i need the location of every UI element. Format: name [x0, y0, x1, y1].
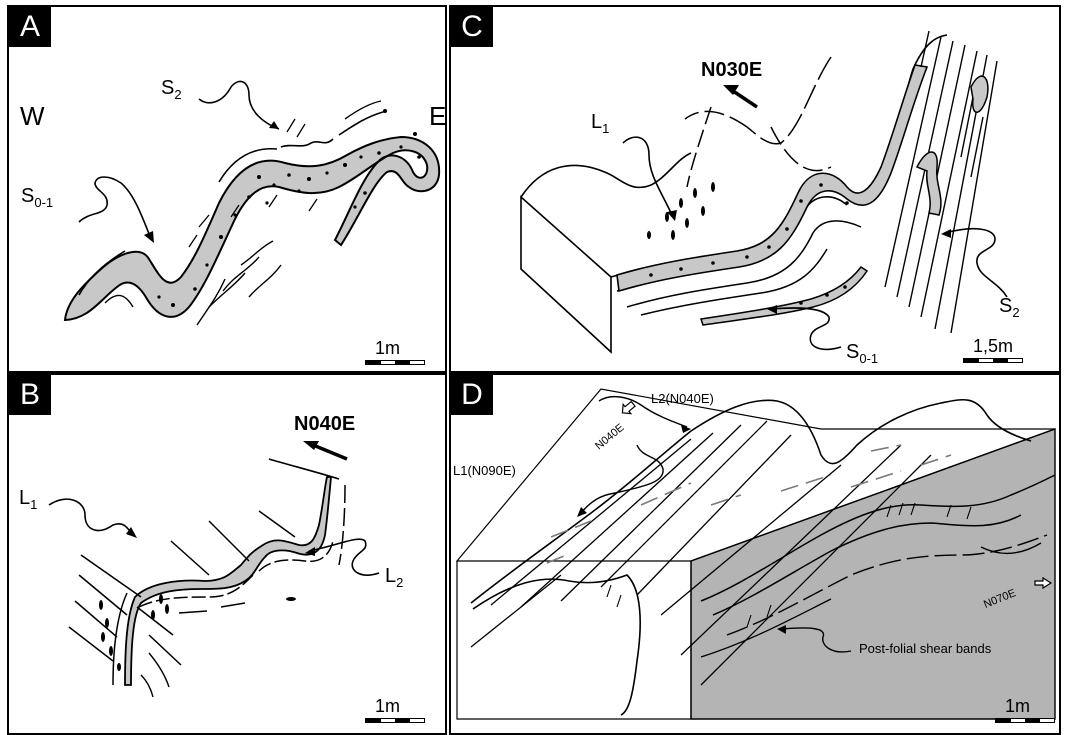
l1-lineations-c: [647, 182, 715, 240]
panel-d: D L2(N040E) N040E L1(N090E) N070E Post-f…: [449, 373, 1061, 735]
direction-label-b: N040E: [294, 413, 355, 436]
east-label: E: [429, 101, 446, 132]
panel-d-drawing: [451, 375, 1061, 735]
l1-label-c: L1: [591, 111, 609, 136]
s01-label-c: S0-1: [846, 341, 878, 366]
folded-layer: [125, 477, 331, 685]
panel-c: C N030E L1 S2 S0-1 1,5m: [449, 5, 1061, 373]
l2-label-b: L2: [385, 565, 403, 590]
lower-conglomerate-layer: [701, 267, 867, 325]
s2-label-c: S2: [999, 295, 1020, 320]
l1-label-d: L1(N090E): [453, 463, 516, 478]
scale-label-a: 1m: [375, 338, 400, 359]
s01-label: S0-1: [21, 185, 53, 210]
conglomerate-layer: [65, 137, 439, 320]
conglomerate-layer-c: [617, 65, 927, 291]
scale-label-d: 1m: [1005, 696, 1030, 717]
panel-a-drawing: [9, 7, 447, 373]
scale-label-c: 1,5m: [973, 336, 1013, 357]
l1-label-b: L1: [19, 487, 37, 512]
panel-b: B N040E L1 L2 1m: [7, 373, 447, 735]
panel-b-drawing: [9, 375, 447, 735]
direction-label-c: N030E: [701, 59, 762, 82]
west-label: W: [20, 101, 45, 132]
s2-label: S2: [161, 77, 182, 102]
l2-label-d: L2(N040E): [651, 391, 714, 406]
panel-a: A W E S2 S0-1 1m: [7, 5, 447, 373]
scale-label-b: 1m: [375, 696, 400, 717]
s2-fold-hinge: [917, 152, 941, 215]
shear-bands-label: Post-folial shear bands: [859, 641, 991, 656]
